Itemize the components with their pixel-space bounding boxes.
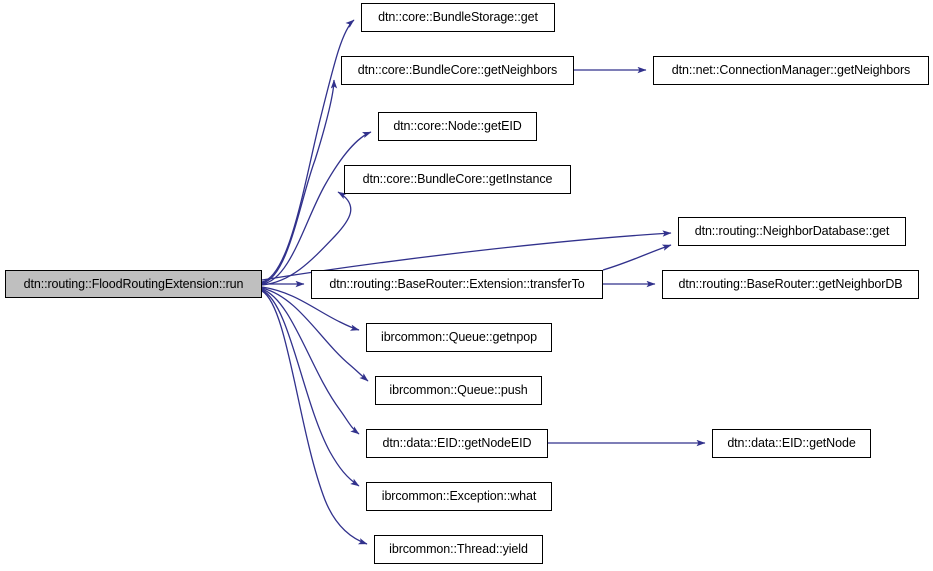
node-label: dtn::core::BundleCore::getNeighbors (357, 63, 558, 78)
node-label: dtn::data::EID::getNodeEID (382, 436, 532, 451)
node-bundlecore-getinstance[interactable]: dtn::core::BundleCore::getInstance (344, 165, 571, 194)
node-label: dtn::routing::BaseRouter::getNeighborDB (678, 277, 903, 292)
node-neighbordatabase-get[interactable]: dtn::routing::NeighborDatabase::get (678, 217, 906, 246)
node-label: ibrcommon::Exception::what (381, 489, 537, 504)
call-edge (261, 131, 372, 285)
call-edge (261, 79, 338, 284)
node-label: dtn::routing::BaseRouter::Extension::tra… (329, 277, 585, 292)
node-label: ibrcommon::Queue::push (389, 383, 528, 398)
node-eid-getnodeeid[interactable]: dtn::data::EID::getNodeEID (366, 429, 548, 458)
node-label: dtn::net::ConnectionManager::getNeighbor… (671, 63, 911, 78)
node-label: dtn::core::BundleStorage::get (378, 10, 538, 25)
node-eid-getnode[interactable]: dtn::data::EID::getNode (712, 429, 871, 458)
call-edge (261, 289, 360, 487)
node-label: dtn::routing::NeighborDatabase::get (694, 224, 890, 239)
node-exception-what[interactable]: ibrcommon::Exception::what (366, 482, 552, 511)
node-label: dtn::routing::FloodRoutingExtension::run (23, 276, 244, 291)
call-edge (261, 290, 368, 545)
node-baserouter-getneighbordb[interactable]: dtn::routing::BaseRouter::getNeighborDB (662, 270, 919, 299)
root-node-root[interactable]: dtn::routing::FloodRoutingExtension::run (5, 270, 262, 298)
node-connectionmanager-getneighbors[interactable]: dtn::net::ConnectionManager::getNeighbor… (653, 56, 929, 85)
node-label: dtn::core::Node::getEID (393, 119, 522, 134)
node-label: ibrcommon::Queue::getnpop (381, 330, 537, 345)
node-queue-getnpop[interactable]: ibrcommon::Queue::getnpop (366, 323, 552, 352)
node-label: ibrcommon::Thread::yield (389, 542, 528, 557)
call-edge (261, 287, 369, 382)
node-bundlestorage-get[interactable]: dtn::core::BundleStorage::get (361, 3, 555, 32)
node-queue-push[interactable]: ibrcommon::Queue::push (375, 376, 542, 405)
node-node-geteid[interactable]: dtn::core::Node::getEID (378, 112, 537, 141)
call-edge (261, 288, 360, 435)
call-edge (602, 244, 672, 271)
node-extension-transferto[interactable]: dtn::routing::BaseRouter::Extension::tra… (311, 270, 603, 299)
node-thread-yield[interactable]: ibrcommon::Thread::yield (374, 535, 543, 564)
node-label: dtn::data::EID::getNode (727, 436, 856, 451)
node-label: dtn::core::BundleCore::getInstance (362, 172, 553, 187)
node-bundlecore-getneighbors[interactable]: dtn::core::BundleCore::getNeighbors (341, 56, 574, 85)
